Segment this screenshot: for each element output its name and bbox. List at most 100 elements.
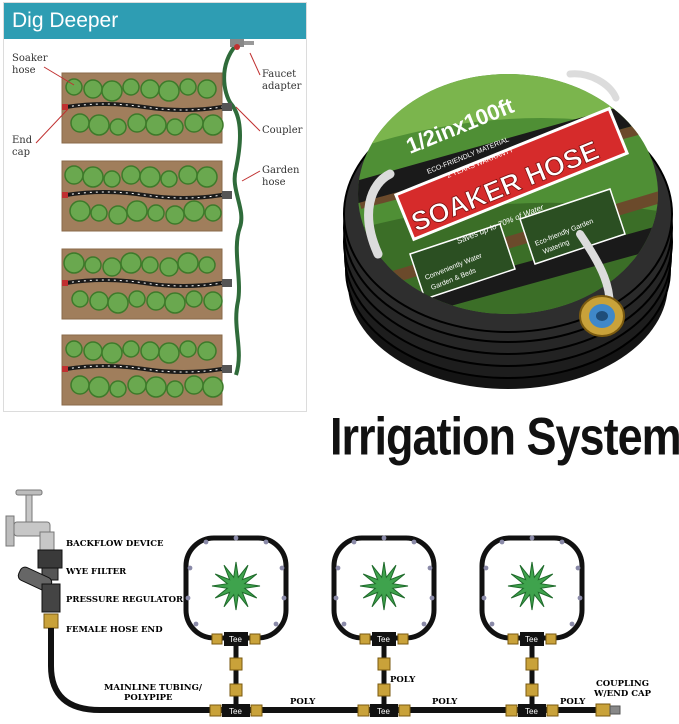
plant-icon xyxy=(109,380,127,398)
label-wye-filter: WYE FILTER xyxy=(65,567,127,577)
emitter-icon xyxy=(529,535,535,541)
tee-label: Tee xyxy=(229,707,242,716)
label-poly-3: POLY xyxy=(432,697,458,707)
plant-icon xyxy=(102,257,122,277)
end-cap-icon xyxy=(62,104,68,110)
plant-icon xyxy=(69,200,91,222)
garden-beds-diagram xyxy=(61,39,254,406)
garden-bed xyxy=(61,160,232,232)
end-cap-icon xyxy=(62,192,68,198)
end-cap-icon xyxy=(62,366,68,372)
plant-icon xyxy=(196,166,218,188)
emitter-icon xyxy=(273,621,279,627)
plant-icon xyxy=(103,170,121,188)
plant-icon xyxy=(185,290,203,308)
garden-bed xyxy=(61,334,232,406)
emitter-icon xyxy=(489,621,495,627)
coupler-icon xyxy=(222,103,232,111)
plant-icon xyxy=(165,205,185,225)
tee-fitting-icon xyxy=(372,632,396,646)
tee-label: Tee xyxy=(229,635,242,644)
emitter-icon xyxy=(411,539,417,545)
label-mainline-2: POLYPIPE xyxy=(124,693,173,703)
label-female-hose-end: FEMALE HOSE END xyxy=(66,625,163,635)
emitter-icon xyxy=(335,565,341,571)
plant-icon xyxy=(147,204,165,222)
plant-icon xyxy=(158,342,180,364)
plant-icon xyxy=(107,292,129,314)
plant-icon xyxy=(183,200,205,222)
faucet-icon xyxy=(230,39,254,50)
soaker-hose-product: 1/2inx100ft ECO-FRIENDLY MATERIAL 2 YEAR… xyxy=(343,70,673,389)
label-coupler: Coupler xyxy=(262,125,303,136)
plant-icon xyxy=(507,561,557,611)
plant-icon xyxy=(211,561,261,611)
plant-icon xyxy=(166,380,184,398)
plant-icon xyxy=(166,118,184,136)
emitter-icon xyxy=(193,621,199,627)
plant-icon xyxy=(120,252,142,274)
tee-fitting-icon xyxy=(222,704,250,717)
emitter-icon xyxy=(427,565,433,571)
tee-fitting-icon xyxy=(518,704,546,717)
plant-icon xyxy=(198,256,216,274)
label-backflow-device: BACKFLOW DEVICE xyxy=(66,539,164,549)
emitter-icon xyxy=(577,595,583,601)
plant-icon xyxy=(84,256,102,274)
panel-title: Dig Deeper xyxy=(12,9,119,32)
plant-icon xyxy=(359,561,409,611)
emitter-icon xyxy=(333,595,339,601)
emitter-icon xyxy=(575,565,581,571)
emitter-icon xyxy=(187,565,193,571)
plant-icon xyxy=(158,80,180,102)
emitter-icon xyxy=(351,539,357,545)
coupler-icon xyxy=(222,365,232,373)
plant-icon xyxy=(141,256,159,274)
plant-icon xyxy=(202,376,224,398)
garden-bed xyxy=(61,248,232,320)
label-coupling-1: COUPLING xyxy=(596,679,649,689)
coupler-icon xyxy=(222,279,232,287)
plant-icon xyxy=(88,376,110,398)
label-poly-2: POLY xyxy=(390,675,416,685)
tee-fitting-icon xyxy=(370,704,398,717)
panel-header xyxy=(4,3,306,39)
emitter-icon xyxy=(233,535,239,541)
garden-hose xyxy=(222,43,244,376)
plant-icon xyxy=(177,252,199,274)
plant-icon xyxy=(90,204,108,222)
plant-icon xyxy=(159,257,179,277)
plant-icon xyxy=(109,118,127,136)
emitter-icon xyxy=(481,595,487,601)
emitter-icon xyxy=(341,621,347,627)
emitter-icon xyxy=(381,535,387,541)
pressure-regulator-icon xyxy=(41,583,61,613)
end-cap-icon xyxy=(62,280,68,286)
plant-icon xyxy=(101,342,123,364)
female-hose-end-icon xyxy=(43,613,59,629)
plant-icon xyxy=(145,114,167,136)
plant-icon xyxy=(108,205,128,225)
tee-label: Tee xyxy=(525,707,538,716)
plant-icon xyxy=(128,290,146,308)
emitter-icon xyxy=(203,539,209,545)
emitter-icon xyxy=(569,621,575,627)
tee-fitting-icon xyxy=(520,632,544,646)
plant-icon xyxy=(145,376,167,398)
coupling-end-cap-icon xyxy=(595,703,621,717)
plant-icon xyxy=(202,114,224,136)
garden-bed xyxy=(61,72,232,144)
plant-icon xyxy=(164,292,186,314)
emitter-icon xyxy=(263,539,269,545)
plant-icon xyxy=(88,114,110,136)
page-heading: Irrigation System xyxy=(330,406,679,467)
label-mainline-1: MAINLINE TUBING/ xyxy=(104,683,203,693)
tee-label: Tee xyxy=(377,707,390,716)
tee-fitting-icon xyxy=(224,632,248,646)
plant-icon xyxy=(63,252,85,274)
plant-icon xyxy=(122,78,140,96)
